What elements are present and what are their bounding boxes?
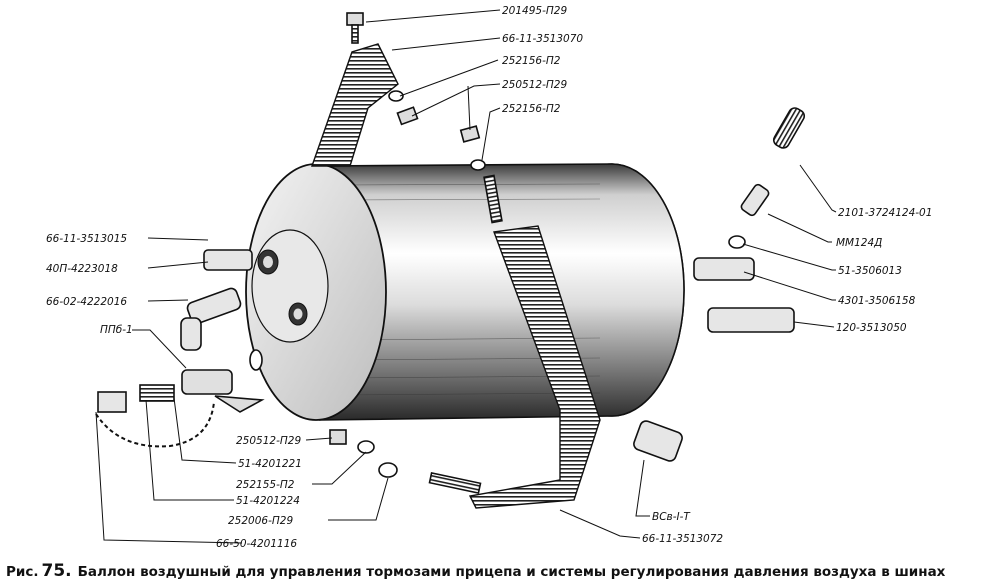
label-250512-p29-bottom: 250512-П29 (236, 435, 301, 447)
label-250512-p29-top: 250512-П29 (502, 79, 567, 91)
part-labels: 201495-П29 66-11-3513070 252156-П2 25051… (46, 5, 932, 550)
label-ppb-1: ППб-1 (100, 324, 133, 336)
label-252006-p29: 252006-П29 (228, 515, 293, 527)
label-vsv-i-t: ВСв-I-Т (652, 511, 691, 523)
label-201495-p29: 201495-П29 (502, 5, 567, 17)
strap-right (468, 225, 601, 509)
label-66-02-4222016: 66-02-4222016 (46, 296, 127, 308)
caption-number: 75. (41, 561, 72, 581)
leader-lines (95, 9, 837, 544)
label-252155-p2: 252155-П2 (236, 479, 295, 491)
label-2101-3724124-01: 2101-3724124-01 (838, 207, 932, 219)
label-252156-p2-mid: 252156-П2 (502, 103, 561, 115)
caption-prefix: Рис. (6, 564, 39, 580)
label-66-11-3513015: 66-11-3513015 (46, 233, 127, 245)
parts (95, 12, 806, 495)
label-4301-3506158: 4301-3506158 (838, 295, 916, 307)
label-51-4201221: 51-4201221 (238, 458, 302, 470)
label-66-11-3513072: 66-11-3513072 (642, 533, 723, 545)
figure-caption: Рис.75. Баллон воздушный для управления т… (6, 561, 996, 581)
label-51-3506013: 51-3506013 (838, 265, 902, 277)
label-252156-p2-top: 252156-П2 (502, 55, 561, 67)
strap-left (311, 43, 399, 167)
label-120-3513050: 120-3513050 (836, 322, 907, 334)
label-66-50-4201116: 66-50-4201116 (216, 538, 297, 550)
label-66-11-3513070: 66-11-3513070 (502, 33, 583, 45)
label-40p-4223018: 40П-4223018 (46, 263, 118, 275)
air-tank (245, 163, 685, 421)
label-51-4201224: 51-4201224 (236, 495, 300, 507)
caption-text: Баллон воздушный для управления тормозам… (77, 564, 946, 580)
label-mm124d: ММ124Д (836, 237, 882, 249)
